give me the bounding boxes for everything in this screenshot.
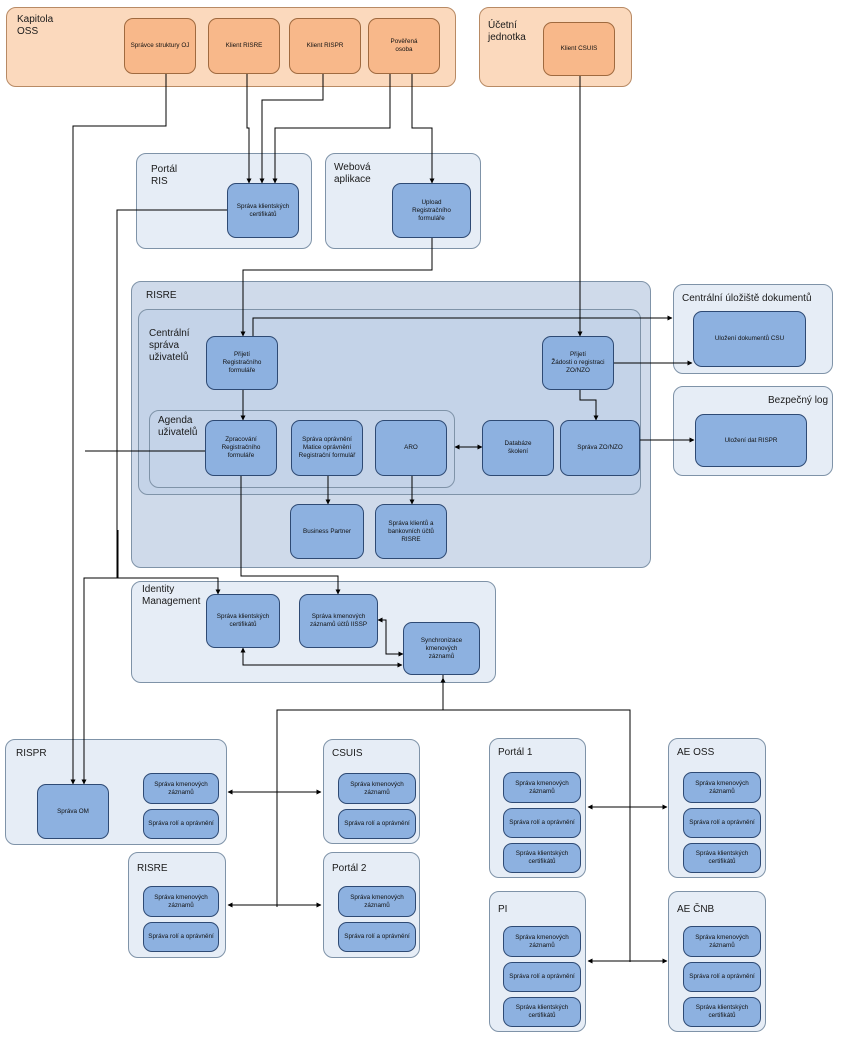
group-webova-label: Webová aplikace xyxy=(334,162,371,185)
group-portal1-label: Portál 1 xyxy=(498,747,533,758)
group-identity-label: Identity Management xyxy=(142,584,201,607)
box-spravce-struktury: Správce struktury OJ xyxy=(124,18,196,74)
box-klient-rispr: Klient RISPR xyxy=(289,18,361,74)
box-ulozeni-csu: Uložení dokumentů CSU xyxy=(693,311,806,367)
box-portal2-roli: Správa rolí a oprávnění xyxy=(338,922,416,952)
box-sprava-cert-ris: Správa klientských certifikátů xyxy=(227,183,299,238)
box-pi-cert: Správa klientských certifikátů xyxy=(503,997,581,1027)
box-aeoss-roli: Správa rolí a oprávnění xyxy=(683,808,761,838)
box-rispr-kmen: Správa kmenových záznamů xyxy=(143,773,219,804)
group-portal2-label: Portál 2 xyxy=(332,863,367,874)
group-pi-label: PI xyxy=(498,904,508,915)
group-rispr-label: RISPR xyxy=(16,748,47,759)
box-databaze-skoleni: Databáze školení xyxy=(482,420,554,476)
box-aecnb-cert: Správa klientských certifikátů xyxy=(683,997,761,1027)
box-poverena-osoba: Pověřená osoba xyxy=(368,18,440,74)
box-prijeti-reg: Přijetí Registračního formuláře xyxy=(206,336,278,390)
group-csuis-label: CSUIS xyxy=(332,748,363,759)
box-risre-roli: Správa rolí a oprávnění xyxy=(143,922,219,952)
group-risre-label: RISRE xyxy=(146,290,177,301)
box-sprava-opravneni: Správa oprávnění Matice oprávnění Regist… xyxy=(291,420,363,476)
group-risre-b-label: RISRE xyxy=(137,863,168,874)
box-zpracovani: Zpracování Registračního formuláře xyxy=(205,420,277,476)
group-ae-oss-label: AE OSS xyxy=(677,747,715,758)
box-synchronizace: Synchronizace kmenových záznamů xyxy=(403,622,480,675)
box-prijeti-zadosti: Přijetí Žádosti o registraci ZO/NZO xyxy=(542,336,614,390)
box-sprava-om: Správa OM xyxy=(37,784,109,839)
group-bezpecny-label: Bezpečný log xyxy=(768,395,829,406)
box-portal2-kmen: Správa kmenových záznamů xyxy=(338,886,416,917)
group-portal-ris-label: Portál RIS xyxy=(151,164,178,187)
group-centralni-label: Centrální správa uživatelů xyxy=(149,328,190,363)
box-portal1-roli: Správa rolí a oprávnění xyxy=(503,808,581,838)
box-portal1-cert: Správa klientských certifikátů xyxy=(503,843,581,873)
box-idm-kmen: Správa kmenových záznamů účtů IISSP xyxy=(299,594,378,648)
box-pi-roli: Správa rolí a oprávnění xyxy=(503,962,581,992)
box-sprava-zo: Správa ZO/NZO xyxy=(560,420,640,476)
box-risre-kmen: Správa kmenových záznamů xyxy=(143,886,219,917)
box-klient-csuis: Klient CSUIS xyxy=(543,22,615,76)
box-portal1-kmen: Správa kmenových záznamů xyxy=(503,772,581,803)
box-business-partner: Business Partner xyxy=(290,504,364,559)
box-klient-risre: Klient RISRE xyxy=(208,18,280,74)
group-ucetni-label: Účetní jednotka xyxy=(488,20,526,43)
group-ae-cnb-label: AE ČNB xyxy=(677,904,715,915)
group-csu-label: Centrální úložiště dokumentů xyxy=(682,293,812,304)
box-pi-kmen: Správa kmenových záznamů xyxy=(503,926,581,957)
box-aecnb-kmen: Správa kmenových záznamů xyxy=(683,926,761,957)
box-sprava-klientu: Správa klientů a bankovních účtů RISRE xyxy=(375,504,447,559)
group-agenda-label: Agenda uživatelů xyxy=(158,415,198,438)
box-ulozeni-rispr: Uložení dat RISPR xyxy=(695,414,807,467)
box-rispr-roli: Správa rolí a oprávnění xyxy=(143,809,219,839)
box-idm-cert: Správa klientských certifikátů xyxy=(206,594,280,648)
box-aro: ARO xyxy=(375,420,447,476)
box-aeoss-kmen: Správa kmenových záznamů xyxy=(683,772,761,803)
box-upload: Upload Registračního formuláře xyxy=(392,183,471,238)
box-aeoss-cert: Správa klientských certifikátů xyxy=(683,843,761,873)
group-kapitola-label: Kapitola OSS xyxy=(17,14,54,37)
box-aecnb-roli: Správa rolí a oprávnění xyxy=(683,962,761,992)
box-csuis-kmen: Správa kmenových záznamů xyxy=(338,773,416,804)
box-csuis-roli: Správa rolí a oprávnění xyxy=(338,809,416,839)
